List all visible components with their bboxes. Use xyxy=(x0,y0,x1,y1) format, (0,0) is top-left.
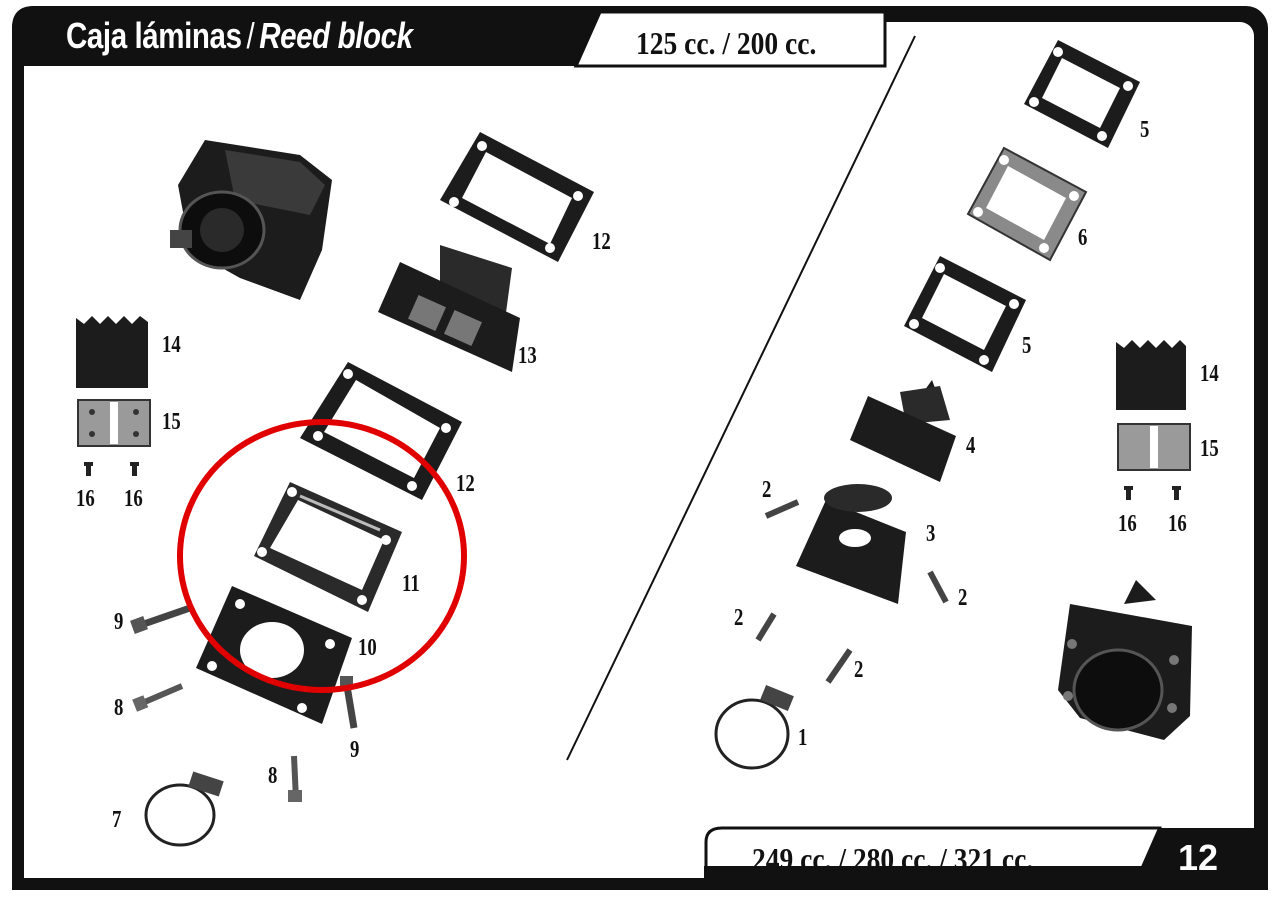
part-label-8: 8 xyxy=(114,695,124,721)
part-label-5: 5 xyxy=(1140,117,1150,143)
part-label-15: 15 xyxy=(162,409,181,435)
part-label-10: 10 xyxy=(358,635,377,661)
right-gasket-6 xyxy=(966,146,1088,262)
part-label-16: 16 xyxy=(76,486,95,512)
left-gasket-12-top xyxy=(440,132,594,262)
part-label-9: 9 xyxy=(114,609,124,635)
part-label-9: 9 xyxy=(350,737,360,763)
part-label-14: 14 xyxy=(162,332,181,358)
page-number: 12 xyxy=(1178,837,1219,878)
part-label-4: 4 xyxy=(966,433,976,459)
right-reed-valve-4 xyxy=(850,380,956,482)
engine-size-large: 249 cc. / 280 cc. / 321 cc. xyxy=(752,841,1034,877)
right-screws-2 xyxy=(755,499,949,684)
right-gasket-5-bottom xyxy=(904,256,1026,372)
part-label-16: 16 xyxy=(1168,511,1187,537)
part-label-12: 12 xyxy=(592,229,611,255)
part-label-6: 6 xyxy=(1078,225,1088,251)
part-label-16: 16 xyxy=(124,486,143,512)
part-label-2: 2 xyxy=(762,477,772,503)
right-assembly-complete-reed-block xyxy=(1058,580,1192,740)
left-screws-16 xyxy=(84,462,139,476)
left-reed-valve-13 xyxy=(378,245,520,372)
part-label-5: 5 xyxy=(1022,333,1032,359)
right-hose-clamp-1 xyxy=(714,684,794,770)
left-hose-clamp-7 xyxy=(144,771,224,847)
right-screws-16 xyxy=(1124,486,1181,500)
right-intake-manifold-3 xyxy=(796,484,906,604)
section-divider xyxy=(566,35,916,761)
part-label-2: 2 xyxy=(958,585,968,611)
part-label-14: 14 xyxy=(1200,361,1219,387)
page-title: Caja láminas/Reed block xyxy=(66,18,413,54)
part-label-13: 13 xyxy=(518,343,537,369)
part-label-2: 2 xyxy=(734,605,744,631)
engine-size-small: 125 cc. / 200 cc. xyxy=(636,25,817,61)
part-label-11: 11 xyxy=(402,571,420,597)
part-label-1: 1 xyxy=(798,725,808,751)
page-frame xyxy=(12,6,1268,890)
highlight-circle xyxy=(177,419,467,693)
part-label-12: 12 xyxy=(456,471,475,497)
right-stopper-15 xyxy=(1117,423,1191,471)
part-label-2: 2 xyxy=(854,657,864,683)
title-spanish: Caja láminas xyxy=(66,15,242,56)
left-bolts-8-9 xyxy=(130,604,358,802)
left-stopper-15 xyxy=(77,399,151,447)
left-petals-14 xyxy=(76,316,148,388)
part-label-16: 16 xyxy=(1118,511,1137,537)
title-separator: / xyxy=(246,15,255,56)
left-assembly-complete-reed-block xyxy=(170,140,332,300)
title-english: Reed block xyxy=(259,15,413,56)
part-label-8: 8 xyxy=(268,763,278,789)
part-label-7: 7 xyxy=(112,807,122,833)
part-label-3: 3 xyxy=(926,521,936,547)
right-gasket-5-top xyxy=(1024,40,1140,148)
part-label-15: 15 xyxy=(1200,436,1219,462)
right-petals-14 xyxy=(1116,340,1186,410)
left-gasket-11 xyxy=(254,482,402,612)
